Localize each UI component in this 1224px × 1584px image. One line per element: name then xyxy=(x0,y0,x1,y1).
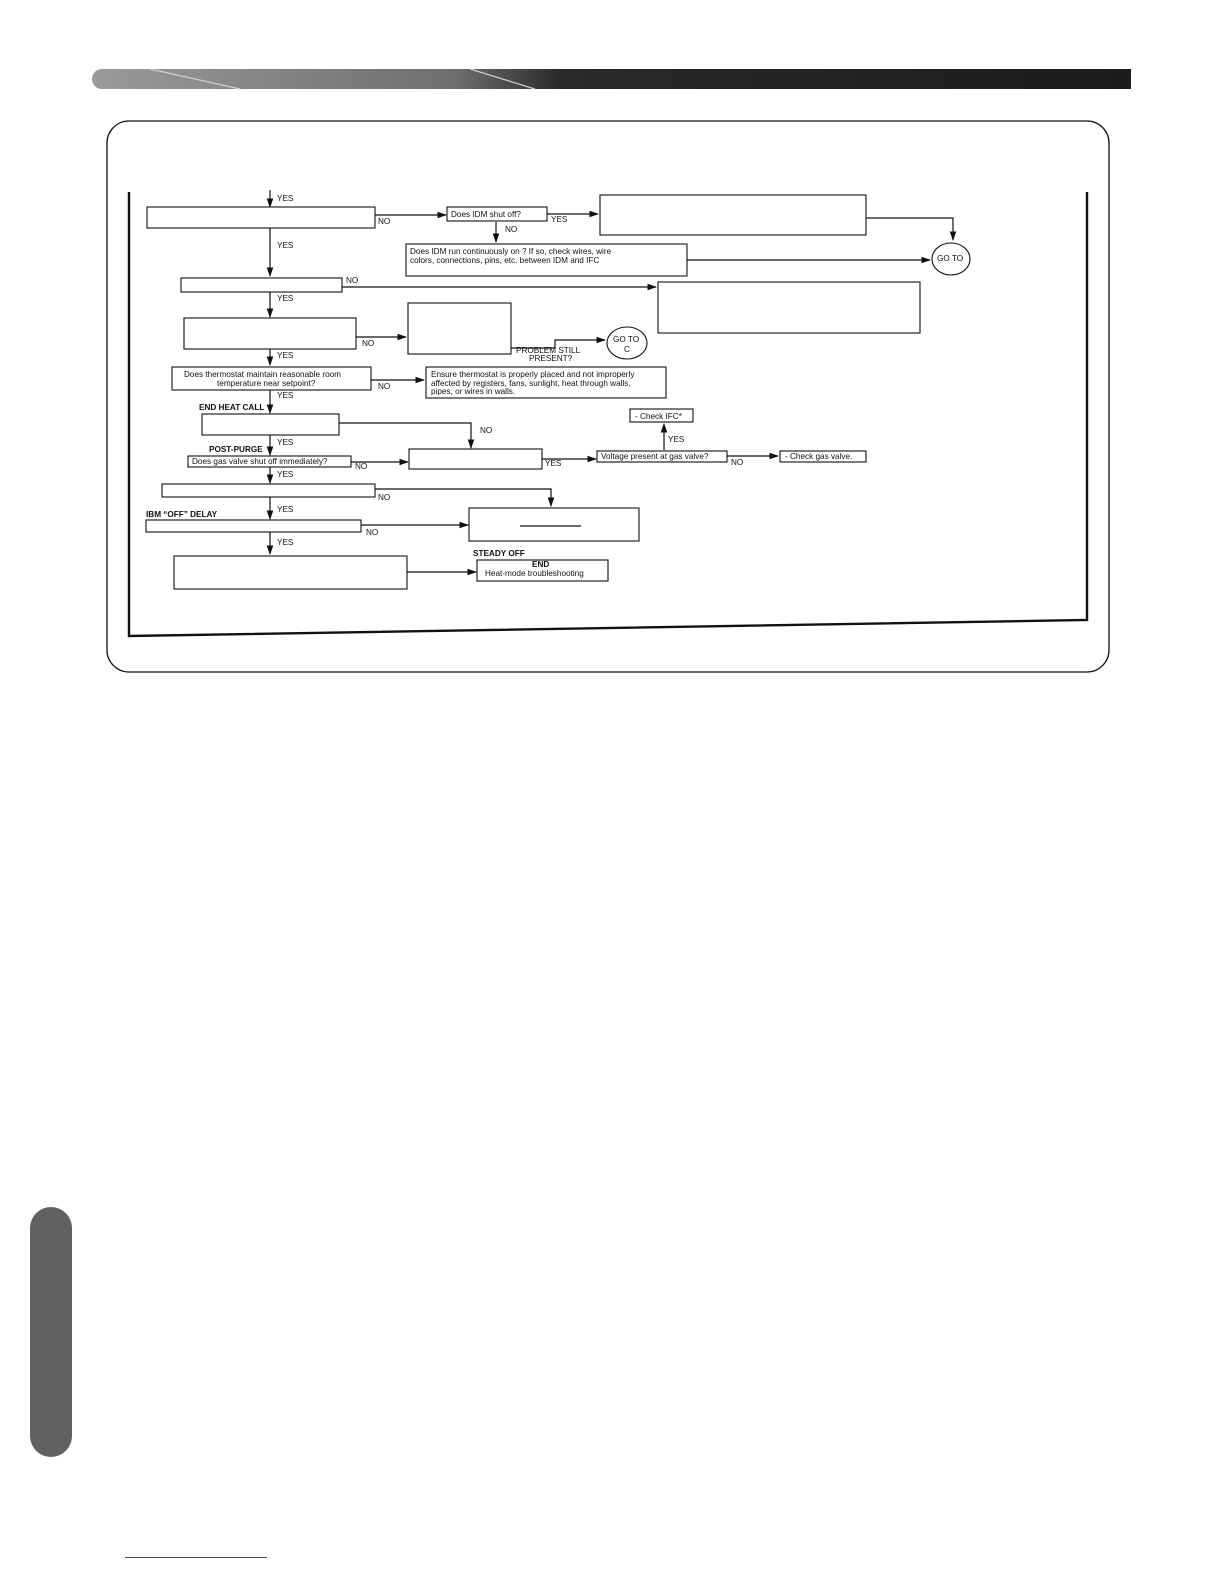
process-box-check-gas-valve xyxy=(779,450,867,463)
no-label: NO xyxy=(731,458,743,467)
process-box xyxy=(408,448,543,470)
question-text: Does gas valve shut off immediately? xyxy=(192,457,328,466)
flow-labels: YES NO Does IDM shut off? YES NO YES Doe… xyxy=(146,194,963,578)
process-box xyxy=(161,483,376,498)
yes-label: YES xyxy=(277,194,294,203)
process-box xyxy=(145,519,362,533)
question-text: colors, connections, pins, etc. between … xyxy=(410,256,599,265)
question-text: temperature near setpoint? xyxy=(217,379,316,388)
question-text: Does IDM run continuously on ? If so, ch… xyxy=(410,247,612,256)
yes-label: YES xyxy=(277,438,294,447)
ensure-text: affected by registers, fans, sunlight, h… xyxy=(431,379,631,388)
no-label: NO xyxy=(366,528,378,537)
yes-label: YES xyxy=(277,391,294,400)
yes-label: YES xyxy=(277,294,294,303)
check-ifc-text: - Check IFC* xyxy=(635,412,683,421)
decision-box-idm-shut-off xyxy=(446,206,548,222)
no-label: NO xyxy=(505,225,517,234)
no-label: NO xyxy=(378,217,390,226)
end-heat-call-label: END HEAT CALL xyxy=(199,403,264,412)
process-box xyxy=(599,194,867,236)
decision-box-voltage xyxy=(596,450,728,463)
decision-box-thermostat xyxy=(171,366,372,391)
process-box xyxy=(201,413,340,436)
problem-still-label: PROBLEM STILL xyxy=(516,346,581,355)
process-box xyxy=(180,277,343,293)
no-label: NO xyxy=(480,426,492,435)
heat-mode-label: Heat-mode troubleshooting xyxy=(485,569,584,578)
go-to-c-connector xyxy=(606,326,648,360)
end-box xyxy=(476,559,609,582)
question-text: Does IDM shut off? xyxy=(451,210,521,219)
decision-box-gas-valve xyxy=(187,455,352,468)
header-bar xyxy=(92,68,1131,90)
process-box-check-ifc xyxy=(629,408,694,423)
ibm-off-delay-label: IBM “OFF” DELAY xyxy=(146,510,218,519)
process-box xyxy=(407,302,512,355)
yes-label: YES xyxy=(277,538,294,547)
ensure-text: Ensure thermostat is properly placed and… xyxy=(431,370,635,379)
yes-label: YES xyxy=(277,241,294,250)
flowchart: YES NO Does IDM shut off? YES NO YES Doe… xyxy=(145,190,971,590)
no-label: NO xyxy=(378,493,390,502)
no-label: NO xyxy=(346,276,358,285)
decision-box-idm-continuous xyxy=(405,243,688,277)
side-tab xyxy=(30,1207,72,1457)
no-label: NO xyxy=(378,382,390,391)
diagram-frame xyxy=(106,120,1110,673)
process-box xyxy=(657,281,921,334)
footer-link-underline[interactable] xyxy=(125,1557,267,1558)
connectors xyxy=(266,190,957,576)
process-box xyxy=(146,206,376,229)
process-box xyxy=(468,507,640,542)
no-label: NO xyxy=(362,339,374,348)
yes-label: YES xyxy=(545,459,562,468)
problem-still-label: PRESENT? xyxy=(529,354,573,363)
yes-label: YES xyxy=(668,435,685,444)
yes-label: YES xyxy=(277,505,294,514)
question-text: Does thermostat maintain reasonable room xyxy=(184,370,341,379)
post-purge-label: POST-PURGE xyxy=(209,445,263,454)
go-to-label: GO TO xyxy=(937,254,963,263)
go-to-connector xyxy=(931,242,971,276)
yes-label: YES xyxy=(551,215,568,224)
go-to-c-label: C xyxy=(624,345,630,354)
ensure-text: pipes, or wires in walls. xyxy=(431,387,515,396)
no-label: NO xyxy=(355,462,367,471)
go-to-c-label: GO TO xyxy=(613,335,639,344)
check-gas-valve-text: - Check gas valve. xyxy=(785,452,852,461)
process-box xyxy=(183,317,357,350)
yes-label: YES xyxy=(277,351,294,360)
process-box xyxy=(173,555,408,590)
yes-label: YES xyxy=(277,470,294,479)
question-text: Voltage present at gas valve? xyxy=(601,452,709,461)
process-box-ensure-thermostat xyxy=(425,366,667,399)
steady-off-label: STEADY OFF xyxy=(473,549,525,558)
end-label: END xyxy=(532,560,549,569)
